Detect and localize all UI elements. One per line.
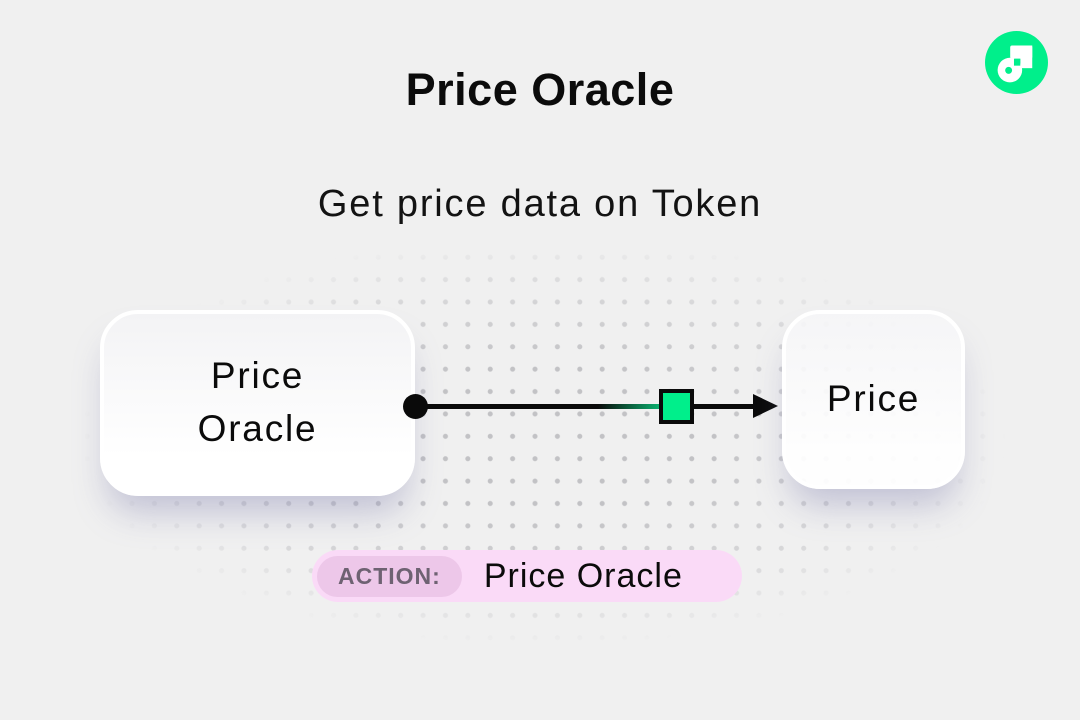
connector-line <box>415 404 762 409</box>
connector-start-dot <box>403 394 428 419</box>
action-name-label: Price Oracle <box>483 556 683 595</box>
flow-logo-icon <box>985 31 1048 94</box>
connector-arrowhead-icon <box>753 394 778 418</box>
page-title: Price Oracle <box>405 64 675 115</box>
source-node-label: Price Oracle <box>197 355 318 449</box>
page-subtitle: Get price data on Token <box>317 183 763 225</box>
source-node-price-oracle[interactable]: Price Oracle <box>100 310 415 496</box>
target-node-price[interactable]: Price <box>782 310 965 489</box>
connector-green-square-marker <box>659 389 694 424</box>
action-pill[interactable]: ACTION: Price Oracle <box>312 550 742 602</box>
action-badge: ACTION: <box>317 555 462 597</box>
connector-line-green-fade <box>598 404 660 409</box>
target-node-label: Price <box>826 378 921 420</box>
